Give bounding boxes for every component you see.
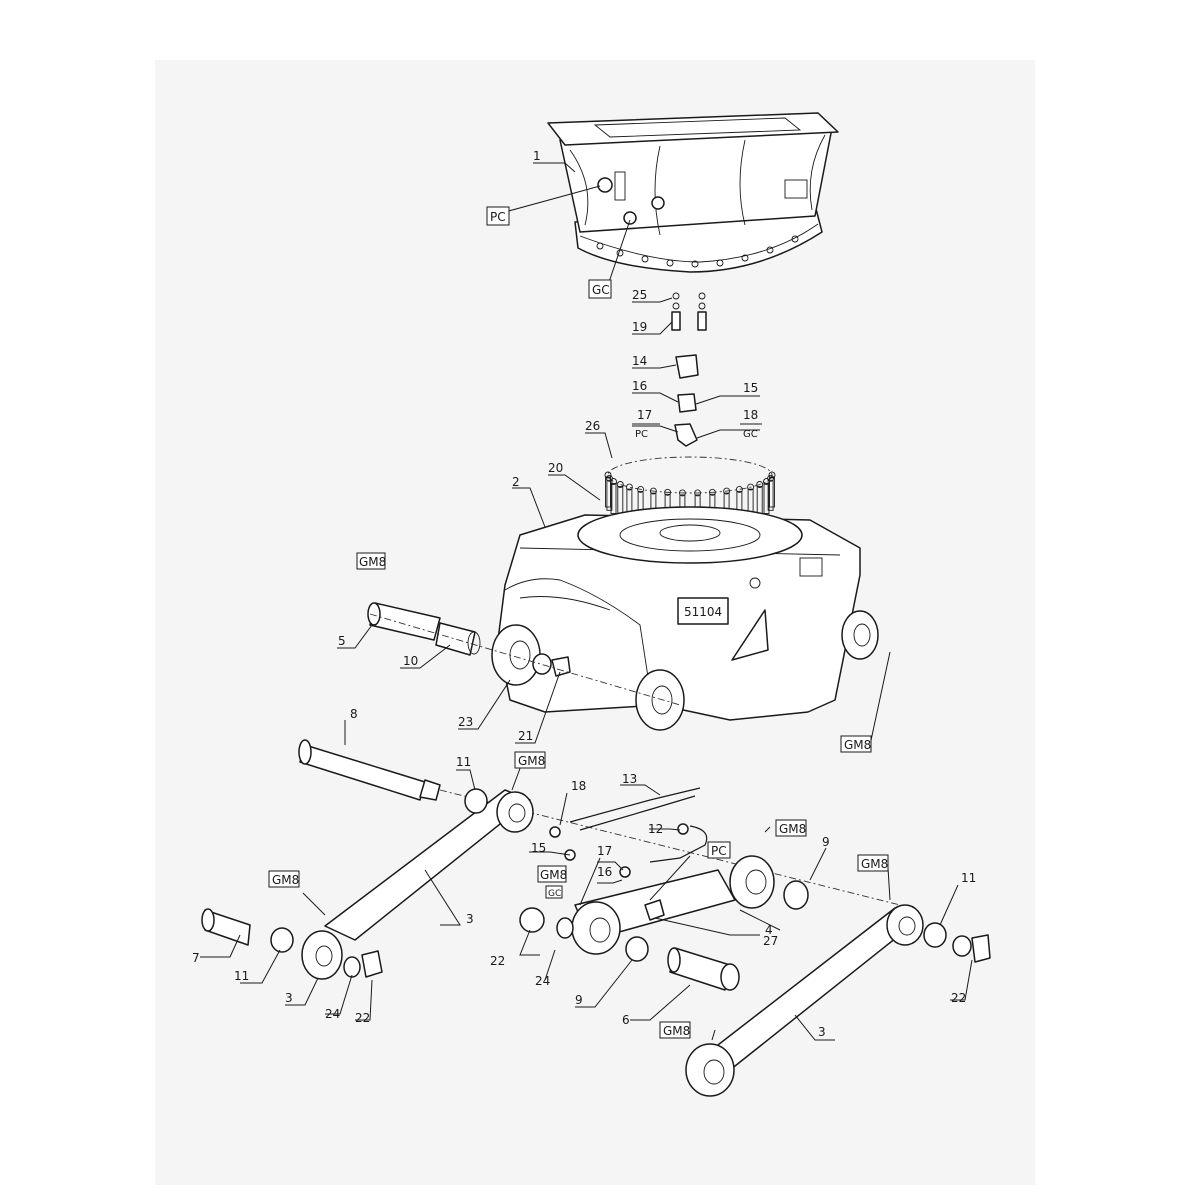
callout-21: 21 [518, 729, 533, 743]
ring-washer [616, 481, 624, 488]
callout-6: 6 [622, 1013, 630, 1027]
ring-bolt [769, 476, 775, 508]
pin-7-and-bushing-11 [201, 908, 294, 953]
callout-27: 27 [763, 934, 778, 948]
small-fittings-stack [671, 292, 707, 447]
ring-washer [649, 487, 657, 495]
callout-22a: 22 [490, 954, 505, 968]
callout-9a: 9 [822, 835, 830, 849]
callout-26: 26 [585, 419, 600, 433]
ring-washer [664, 488, 672, 496]
callout-11b: 11 [234, 969, 249, 983]
callout-11a: 11 [456, 755, 471, 769]
callout-22c: 22 [951, 991, 966, 1005]
callout-3b: 3 [285, 991, 293, 1005]
ring-washer [768, 471, 776, 479]
leader-lines [200, 162, 973, 1041]
ring-bolt [767, 479, 774, 511]
tag-gm8-6: GM8 [861, 857, 888, 871]
ring-washer [708, 488, 716, 496]
callout-3a: 3 [466, 912, 474, 926]
ring-washer [625, 483, 633, 491]
tag-gm8-4: GM8 [272, 873, 299, 887]
tag-gm8-5: GM8 [779, 822, 806, 836]
tag-gc-bottom: GC [548, 889, 561, 899]
callout-9b: 9 [575, 993, 583, 1007]
callout-11c: 11 [961, 871, 976, 885]
ring-washer [756, 481, 764, 488]
callout-8: 8 [350, 707, 358, 721]
ring-washer [678, 489, 686, 497]
tag-gm8-2: GM8 [844, 738, 871, 752]
callout-24b: 24 [325, 1007, 340, 1021]
callout-20: 20 [548, 461, 563, 475]
callout-18-sub-gc: GC [743, 429, 758, 440]
callout-16a: 16 [632, 379, 647, 393]
callout-19: 19 [632, 320, 647, 334]
tag-gm8-1: GM8 [359, 555, 386, 569]
callout-5: 5 [338, 634, 346, 648]
callout-16b: 16 [597, 865, 612, 879]
ring-washer [723, 487, 731, 495]
callout-22b: 22 [355, 1011, 370, 1025]
callout-10: 10 [403, 654, 418, 668]
callout-23: 23 [458, 715, 473, 729]
callout-24a: 24 [535, 974, 550, 988]
tag-gm8-8: GM8 [663, 1024, 690, 1038]
tag-texts: PC GC GM8 GM8 GM8 GM8 GM8 GM8 GM8 GM8 PC… [272, 210, 888, 1038]
callout-14: 14 [632, 354, 647, 368]
link-arm-3-right [685, 904, 991, 1097]
callout-2: 2 [512, 475, 520, 489]
callout-17-sub-pc: PC [635, 429, 648, 440]
frame-marking: 51104 [684, 605, 722, 619]
callout-18a: 18 [743, 408, 758, 422]
tag-pc-bottom: PC [711, 844, 727, 858]
part-1-upper-housing [547, 112, 839, 273]
callout-13: 13 [622, 772, 637, 786]
ring-bolt [605, 476, 611, 508]
tag-gm8-7: GM8 [540, 868, 567, 882]
ring-washer [767, 474, 775, 482]
tag-gm8-3: GM8 [518, 754, 545, 768]
tag-pc-top: PC [490, 210, 506, 224]
callout-25: 25 [632, 288, 647, 302]
callout-3c: 3 [818, 1025, 826, 1039]
callout-4: 4 [765, 923, 773, 937]
callout-7: 7 [192, 951, 200, 965]
callout-18b: 18 [571, 779, 586, 793]
cylinder-4 [519, 787, 809, 962]
ring-washer [694, 489, 702, 497]
pin-6 [667, 947, 740, 991]
part-2-lower-frame: 51104 [491, 506, 879, 731]
callout-numbers: 1 2 3 3 3 3 4 5 6 7 8 9 9 10 11 11 11 12… [192, 149, 976, 1039]
callout-12: 12 [648, 822, 663, 836]
callout-15b: 15 [531, 841, 546, 855]
callout-1: 1 [533, 149, 541, 163]
ring-bolt [763, 483, 770, 514]
ring-washer [747, 483, 755, 491]
ring-washer [604, 471, 612, 479]
ring-bolt [606, 479, 613, 511]
ring-washer [735, 485, 743, 493]
ring-bolt [610, 483, 617, 514]
tag-boxes [268, 206, 889, 1039]
callout-15a: 15 [743, 381, 758, 395]
link-arm-3-left [301, 788, 534, 980]
callout-17b: 17 [597, 844, 612, 858]
callout-17a: 17 [637, 408, 652, 422]
pin-5-and-bushing-10 [367, 602, 681, 706]
ring-washer [637, 485, 645, 493]
tag-gc-top: GC [592, 283, 610, 297]
ring-washer [610, 478, 617, 485]
